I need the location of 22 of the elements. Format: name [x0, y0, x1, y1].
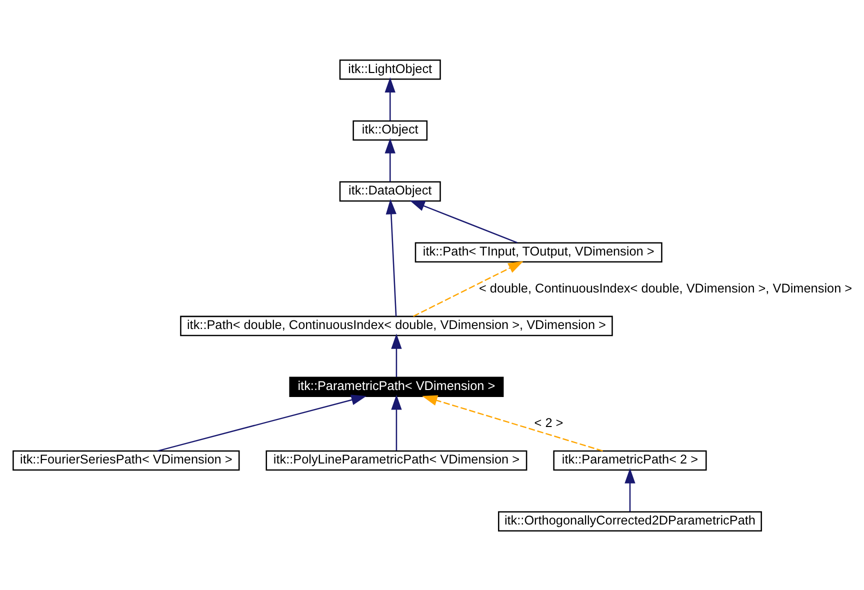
- node-box: itk::DataObject: [339, 180, 441, 202]
- node-box: itk::Path< double, ContinuousIndex< double, VDimension >, VDimension >: [180, 315, 613, 336]
- node-box: itk::Path< TInput, TOutput, VDimension >: [414, 242, 662, 262]
- arrow: [384, 76, 396, 120]
- node-box: itk::LightObject: [339, 58, 441, 80]
- edge-label: < 2 >: [534, 415, 564, 430]
- arrow: [413, 260, 524, 316]
- arrow: [391, 394, 402, 450]
- arrow: [158, 394, 367, 452]
- arrow: [386, 198, 397, 316]
- node-box: itk::Object: [352, 120, 428, 140]
- node-box: itk::ParametricPath< VDimension >: [289, 376, 504, 397]
- arrow: [624, 468, 636, 512]
- node-box: itk::ParametricPath< 2 >: [553, 450, 707, 470]
- arrow: [422, 394, 603, 452]
- arrow: [410, 200, 518, 243]
- node-box: itk::FourierSeriesPath< VDimension >: [12, 450, 240, 470]
- node-box: itk::OrthogonallyCorrected2DParametricPath: [498, 510, 762, 532]
- arrow: [384, 138, 396, 182]
- edge-label: < double, ContinuousIndex< double, VDimension >, VDimension >: [478, 280, 852, 295]
- arrow: [391, 333, 402, 376]
- node-box: itk::PolyLineParametricPath< VDimension >: [266, 450, 528, 470]
